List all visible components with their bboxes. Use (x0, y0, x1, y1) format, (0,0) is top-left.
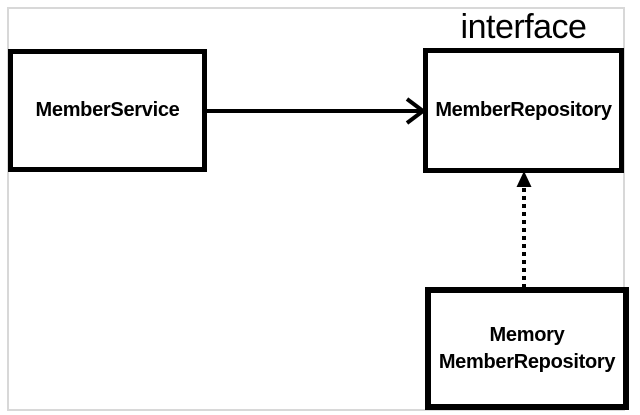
canvas-frame (7, 7, 625, 411)
memory-label-line1: Memory (489, 323, 565, 346)
memory-member-repository-box: Memory MemberRepository (425, 287, 629, 410)
member-repository-box: MemberRepository (423, 48, 624, 173)
member-service-box: MemberService (8, 49, 207, 172)
memory-label-line2: MemberRepository (438, 350, 616, 373)
interface-label: interface (460, 8, 587, 46)
member-repository-label: MemberRepository (435, 99, 612, 121)
member-service-label: MemberService (35, 99, 180, 121)
memory-member-repository-label: Memory MemberRepository (438, 322, 616, 376)
